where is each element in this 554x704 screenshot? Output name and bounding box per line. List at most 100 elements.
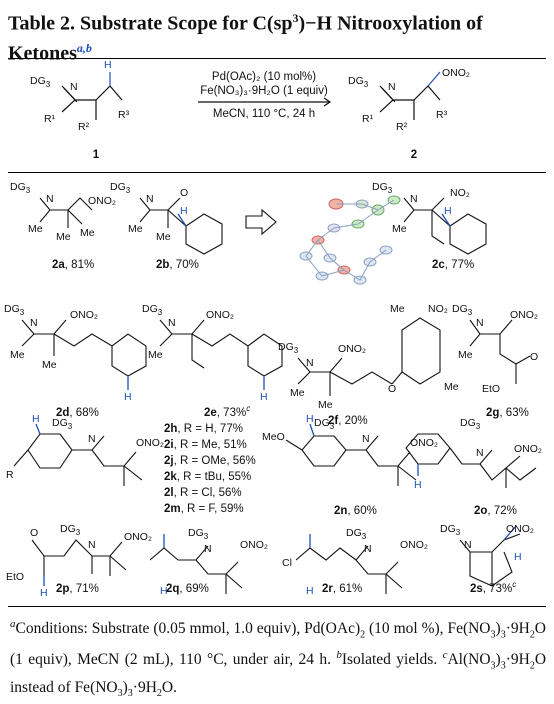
dg3-2h: DG3: [52, 417, 73, 431]
h-2s: H: [514, 551, 522, 563]
me4-2f: Me: [318, 399, 333, 411]
n-2n: N: [362, 433, 370, 445]
me3-2f: Me: [290, 387, 305, 399]
me3-2a: Me: [80, 227, 95, 239]
dg3-2a: DG3: [10, 181, 31, 195]
h-2e: H: [260, 391, 268, 403]
footnote-a-text: Conditions: Substrate (0.05 mmol, 1.0 eq…: [15, 620, 361, 638]
me-2c: Me: [392, 223, 407, 235]
dg3-2p: DG3: [60, 523, 81, 537]
pr-dg3: DG3: [348, 75, 369, 89]
sm-label: 1: [93, 149, 100, 161]
ono2-2p: ONO₂: [124, 531, 152, 543]
rseries-label-2k: 2k, R = tBu, 55%: [164, 471, 251, 483]
compound-label-2o: 2o, 72%: [474, 505, 517, 517]
compound-label-2b: 2b, 70%: [156, 259, 199, 271]
top-rule: [8, 58, 546, 59]
footnote-c-text7: O.: [161, 678, 177, 696]
rseries-label-2m: 2m, R = F, 59%: [164, 503, 244, 515]
pr-ono2: ONO₂: [442, 67, 470, 79]
ono2-2n: ONO₂: [410, 437, 438, 449]
h-2d: H: [124, 391, 132, 403]
eto-2p: EtO: [6, 571, 24, 583]
footnote-b-mark: b: [336, 649, 342, 662]
h-2o: H: [414, 479, 422, 491]
eto-2g: EtO: [482, 383, 500, 395]
me1-2a: Me: [28, 223, 43, 235]
o-2b: O: [180, 187, 188, 199]
compound-label-2r: 2r, 61%: [322, 583, 362, 595]
h-2n: H: [306, 413, 314, 425]
n-2e: N: [168, 317, 176, 329]
n-2d: N: [30, 317, 38, 329]
h-2r: H: [306, 585, 314, 597]
sm-h: H: [104, 59, 112, 71]
ono2-2a: ONO₂: [88, 195, 116, 207]
footnote-a-mark: a: [10, 618, 16, 630]
sm-r1: R¹: [44, 113, 56, 125]
h-2p: H: [40, 587, 48, 599]
compound-label-2f: 2f, 20%: [328, 415, 368, 427]
title-main: Table 2. Substrate Scope for C(sp: [8, 12, 293, 35]
n-2p: N: [88, 539, 96, 551]
compound-label-2d: 2d, 68%: [56, 407, 99, 419]
title-footnote-marks: a,b: [76, 40, 92, 55]
footnote-c-text2: ): [495, 651, 501, 669]
h-2c: H: [444, 205, 452, 217]
me2-2a: Me: [56, 231, 71, 243]
footnote-c-text: Al(NO: [447, 651, 491, 669]
me-2g: Me: [458, 349, 473, 361]
sm-dg3: DG3: [30, 75, 51, 89]
compound-label-2g: 2g, 63%: [486, 407, 529, 419]
rseries-label-2j: 2j, R = OMe, 56%: [164, 455, 256, 467]
dg3-2n: DG3: [314, 417, 335, 431]
pr-r3: R³: [436, 109, 448, 121]
footnote-a-text3: ): [495, 620, 501, 638]
pr-r2: R²: [396, 121, 408, 133]
footnote-b-text: Isolated yields.: [341, 651, 443, 669]
compound-label-2a: 2a, 81%: [52, 259, 94, 271]
n-2b: N: [146, 193, 154, 205]
footnote-c-mark: c: [442, 649, 448, 662]
me2-2d: Me: [42, 359, 57, 371]
product-label: 2: [411, 149, 417, 161]
ono2-2g: ONO₂: [510, 309, 538, 321]
reagent-pd: Pd(OAc)₂ (10 mol%): [212, 71, 316, 83]
ono2-2h: ONO₂: [136, 437, 164, 449]
compound-label-2p: 2p, 71%: [56, 583, 99, 595]
pr-n: N: [388, 81, 396, 93]
compound-label-2c: 2c, 77%: [432, 259, 474, 271]
me2-2f: Me: [444, 381, 459, 393]
ono2-2q: ONO₂: [240, 539, 268, 551]
crystal-structure-image: [299, 195, 401, 285]
me1-2f: Me: [390, 303, 405, 315]
sm-r3: R³: [118, 109, 130, 121]
h-2h: H: [32, 413, 40, 425]
dg3-2s: DG3: [440, 523, 461, 537]
scheme-rule: [8, 172, 546, 173]
table-bottom-rule: [8, 606, 546, 607]
reaction-conditions: MeCN, 110 °C, 24 h: [213, 108, 315, 120]
dg3-2c: DG3: [372, 181, 393, 195]
dg3-2b: DG3: [110, 181, 131, 195]
footnote-c-text3: ·9H: [505, 651, 530, 669]
meo-2n: MeO: [262, 431, 285, 443]
o-2p: O: [30, 527, 38, 539]
compound-label-2s: 2s, 73%c: [470, 580, 516, 595]
footnote-a-text5: O (1 equiv), MeCN (2 mL), 110 °C, under …: [10, 620, 546, 669]
ono2-2d: ONO₂: [70, 309, 98, 321]
ono2-2e: ONO₂: [206, 309, 234, 321]
dg3-2q: DG3: [188, 527, 209, 541]
n-2s: N: [464, 539, 472, 551]
reagent-fe: Fe(NO₃)₃·9H₂O (1 equiv): [200, 85, 328, 97]
open-arrow: [245, 208, 277, 236]
title-sup: 3: [292, 11, 299, 25]
footnote-a-text2: (10 mol %), Fe(NO: [365, 620, 491, 638]
cl-2r: Cl: [282, 557, 292, 569]
ono2-2r: ONO₂: [400, 539, 428, 551]
footnote-c-text4: O instead of Fe(NO: [10, 651, 547, 696]
rseries-label-2h: 2h, R = H, 77%: [164, 423, 243, 435]
dg3-2d: DG3: [4, 303, 25, 317]
rseries-label-2i: 2i, R = Me, 51%: [164, 439, 247, 451]
